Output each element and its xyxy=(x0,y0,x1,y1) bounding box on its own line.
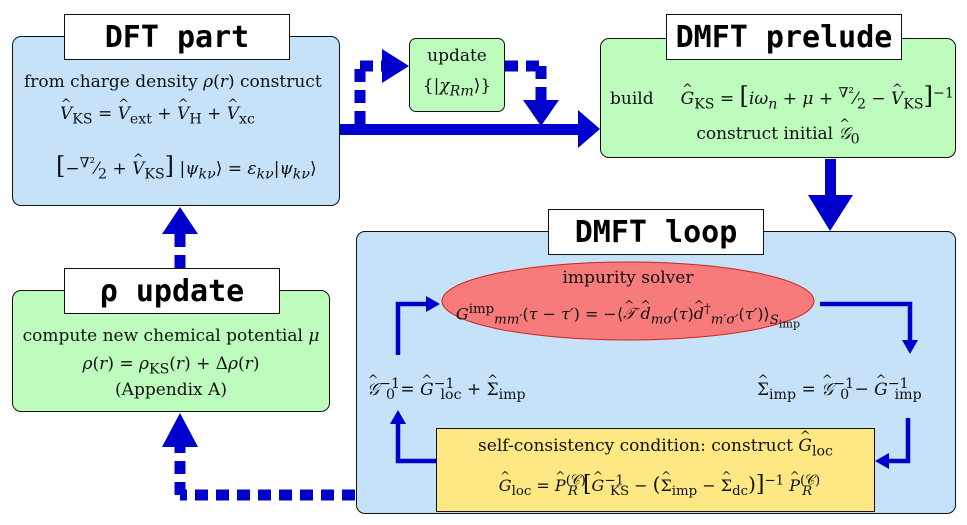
loop-left-eq: 𝒢−10 = G−1loc + Σimp xyxy=(367,376,526,403)
arrow-dft-to-update xyxy=(354,49,409,124)
impurity-solver-label: impurity solver xyxy=(562,268,694,288)
arrow-loop-to-rho xyxy=(162,413,355,501)
dft-title: DFT part xyxy=(64,14,290,60)
prelude-initial-text: construct initial 𝒢0 xyxy=(600,124,956,147)
prelude-build-eq: build GKS = [iωn + μ + ∇²⁄2 − VKS]−1 xyxy=(610,82,954,112)
rho-update-appendix: (Appendix A) xyxy=(115,380,227,400)
dft-potential-eq: VKS = Vext + VH + Vxc xyxy=(60,104,255,127)
loop-right-eq: Σimp = 𝒢−10 − G−1imp xyxy=(757,376,922,403)
update-basis-eq: {|χRm⟩} xyxy=(422,76,492,100)
dft-construct-text: from charge density ρ(r) construct xyxy=(24,72,322,92)
impurity-solver-eq: Gimpmm′(τ − τ′) = −⟨𝒯 dmσ(τ)d†m′σ′(τ′)⟩S… xyxy=(440,302,816,330)
arrow-rho-to-dft xyxy=(162,207,198,268)
self-consistency-eq: Gloc = P(𝒞)R [G−1KS − (Σimp − Σdc)]−1 P(… xyxy=(436,472,875,499)
update-basis-box xyxy=(409,38,505,112)
arrow-dft-to-prelude xyxy=(340,110,600,148)
rho-update-title: ρ update xyxy=(64,268,280,314)
rho-update-eq: ρ(r) = ρKS(r) + Δρ(r) xyxy=(82,354,260,378)
self-consistency-label: self-consistency condition: construct Gl… xyxy=(436,436,875,459)
arrow-update-to-prelude xyxy=(505,60,559,126)
update-basis-label: update xyxy=(427,46,487,66)
arrow-prelude-to-loop xyxy=(808,159,853,231)
rho-update-mu-text: compute new chemical potential μ xyxy=(22,326,320,346)
loop-title: DMFT loop xyxy=(548,209,764,255)
prelude-title: DMFT prelude xyxy=(666,14,902,60)
dft-ks-eq: [−∇²⁄2 + VKS] |ψkν⟩ = εkν|ψkν⟩ xyxy=(56,152,317,182)
